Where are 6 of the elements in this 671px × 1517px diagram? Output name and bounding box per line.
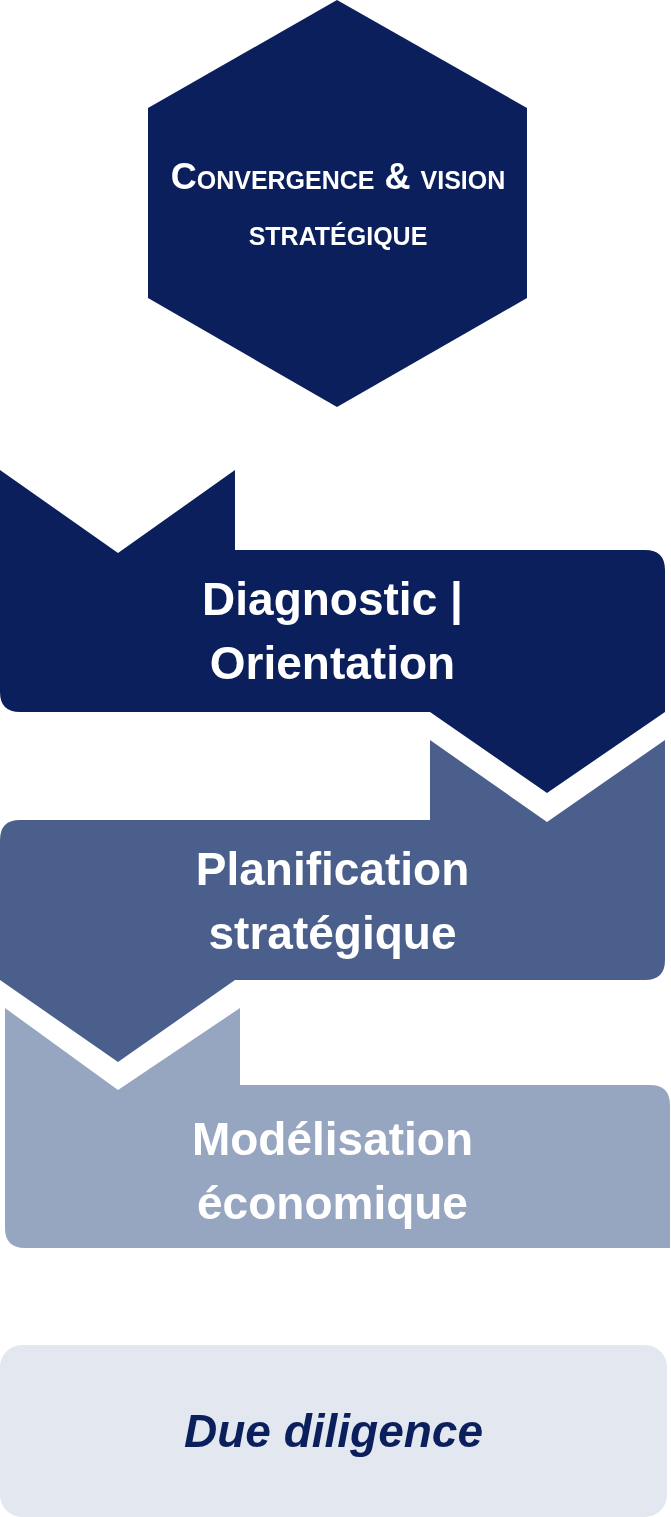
step-label: Modélisation économique <box>190 1111 475 1231</box>
step-label: Diagnostic | Orientation <box>201 571 464 691</box>
step-label: Convergence & vision stratégique <box>169 155 507 255</box>
step-label: Planification stratégique <box>194 841 471 961</box>
rounded-box <box>0 1345 667 1517</box>
step-label: Due diligence <box>183 1403 484 1459</box>
